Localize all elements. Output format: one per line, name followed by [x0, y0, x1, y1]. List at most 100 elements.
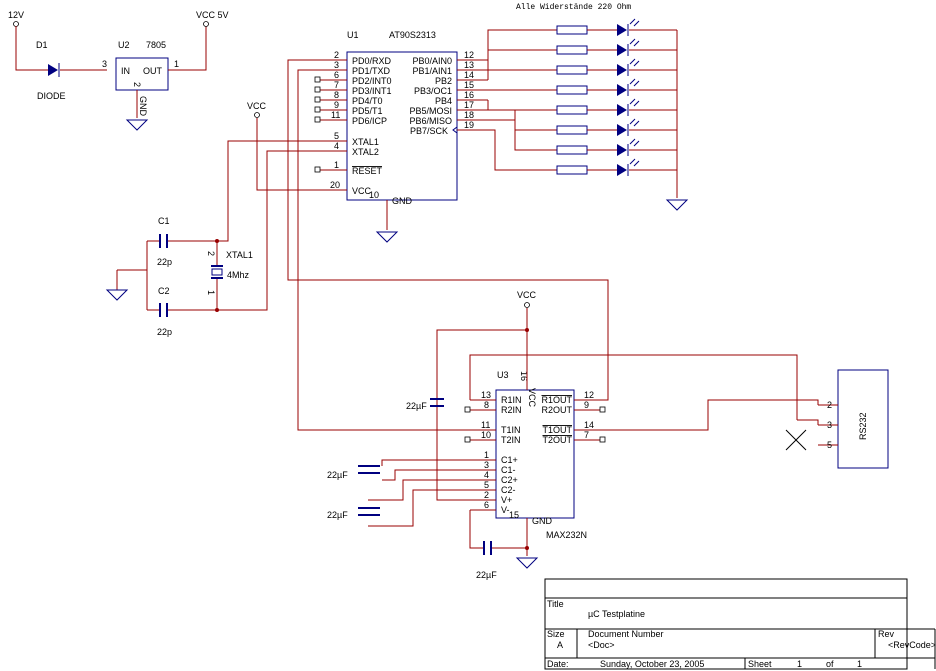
u3-pin-num: 5: [484, 480, 489, 490]
u1-pin-num: 18: [464, 110, 474, 120]
u3-pin-name: R1OUT: [541, 395, 572, 405]
u1-part: AT90S2313: [389, 30, 436, 40]
c1-ref: C1: [158, 216, 170, 226]
power-12v-label: 12V: [8, 10, 24, 20]
u1-vcc-name: VCC: [352, 186, 372, 196]
u1-body: [346, 51, 458, 201]
u3-pin-num: 12: [584, 390, 594, 400]
power-section: 12V D1 DIODE U2 7805 IN OUT 3 1 2 GND VC…: [8, 10, 229, 131]
u1-pin-num: 16: [464, 90, 474, 100]
u2-pin-in: 3: [102, 59, 107, 69]
u3-vcc-num: 16: [519, 371, 529, 381]
xtal-value: 4Mhz: [227, 270, 250, 280]
u1-pin-num: 14: [464, 70, 474, 80]
u3-gnd-num: 15: [509, 510, 519, 520]
resistor-led-row: [556, 18, 677, 36]
power-vcc5-port: [203, 21, 209, 27]
u1-pin-name: PD3/INT1: [352, 86, 392, 96]
u3-pin-name: T2IN: [501, 435, 521, 445]
regulator-u2: [115, 57, 169, 91]
u2-ref: U2: [118, 40, 130, 50]
u1-pin-name: PB3/OC1: [414, 86, 452, 96]
of-label: of: [826, 659, 834, 669]
u1-pin-name: PD1/TXD: [352, 66, 391, 76]
cap-value-22u: 22µF: [327, 510, 348, 520]
resistor-led-row: [556, 118, 677, 136]
resistor-note: Alle Widerstände 220 Ohm: [516, 3, 631, 12]
resistor-led-row: [556, 158, 677, 176]
rs232-pin: 3: [827, 420, 832, 430]
u3-pin-name: T2OUT: [542, 435, 572, 445]
cap-value-22u: 22µF: [476, 570, 497, 580]
u1-pin-name: PB2: [435, 76, 452, 86]
u3-gnd-name: GND: [532, 516, 553, 526]
u2-pin-out: 1: [174, 59, 179, 69]
u3-pin-name: R1IN: [501, 395, 522, 405]
power-12v-port: [13, 21, 19, 27]
u3-pin-num: 11: [481, 420, 490, 430]
u1-pin-num: 9: [334, 100, 339, 110]
diode-d1: [48, 63, 60, 77]
u1-reset-name: RESET: [352, 166, 383, 176]
resistor-led-row: [556, 78, 677, 96]
u3-pin-num: 3: [484, 460, 489, 470]
vcc-label-u3: VCC: [517, 290, 537, 300]
ground-symbol-u2: [125, 119, 149, 131]
resistor-led-row: [556, 58, 677, 76]
u1-reset-num: 1: [334, 160, 339, 170]
d1-value: DIODE: [37, 91, 66, 101]
u1-gnd-name: GND: [392, 196, 413, 206]
u3-pin-name: C1-: [501, 465, 516, 475]
u3-pin-name: V-: [501, 505, 510, 515]
u3-pin-name: T1OUT: [542, 425, 572, 435]
resistor-led-row: [556, 138, 677, 156]
rs232-label: RS232: [858, 412, 868, 440]
u1-xtal2-name: XTAL2: [352, 147, 379, 157]
u1-gnd-num: 10: [369, 190, 379, 200]
u3-part: MAX232N: [546, 530, 587, 540]
sheet-value: 1: [797, 659, 802, 669]
vcc-label-u1: VCC: [247, 101, 267, 111]
size-label: Size: [547, 629, 565, 639]
u3-pin-name: R2IN: [501, 405, 522, 415]
mcu-u1: U1 AT90S2313 2 3 6 7 8 9 11 PD0/RXD PD1/…: [314, 30, 488, 243]
u3-ref: U3: [497, 370, 509, 380]
u1-pin-name: PD0/RXD: [352, 56, 392, 66]
u1-pin-name: PB4: [435, 96, 452, 106]
title-block: Title µC Testplatine Size A Document Num…: [544, 578, 936, 670]
crystal-xtal1: [211, 268, 223, 276]
sheet-label: Sheet: [748, 659, 772, 669]
rev-value: <RevCode>: [888, 640, 936, 650]
u3-pin-name: V+: [501, 495, 512, 505]
docnum-label: Document Number: [588, 629, 664, 639]
u1-pin-num: 11: [331, 110, 340, 120]
u1-pin-num: 3: [334, 60, 339, 70]
u3-pin-name: C1+: [501, 455, 518, 465]
docnum-value: <Doc>: [588, 640, 615, 650]
title-value: µC Testplatine: [588, 609, 645, 619]
rs232-connector: RS232 2 3 5: [600, 369, 889, 469]
u1-xtal1-name: XTAL1: [352, 137, 379, 147]
rs232-pin: 5: [827, 440, 832, 450]
u1-vcc-num: 20: [330, 180, 340, 190]
u3-pin-num: 14: [584, 420, 594, 430]
oscillator-section: C1 22p C2 22p XTAL1 4Mhz 2 1: [105, 140, 328, 337]
rs232-pin: 2: [827, 400, 832, 410]
u2-in-label: IN: [121, 66, 130, 76]
u1-pin-num: 17: [464, 100, 474, 110]
u1-xtal2-num: 4: [334, 141, 339, 151]
d1-ref: D1: [36, 40, 48, 50]
power-vcc5-label: VCC 5V: [196, 10, 229, 20]
u1-pin-name: PB0/AIN0: [412, 56, 452, 66]
u1-pin-name: PB5/MOSI: [409, 106, 452, 116]
date-value: Sunday, October 23, 2005: [600, 659, 704, 669]
ground-symbol-leds: [665, 199, 689, 211]
u3-pin-num: 6: [484, 500, 489, 510]
u3-pin-num: 8: [484, 400, 489, 410]
u3-vcc-name: VCC: [527, 388, 537, 408]
of-value: 1: [857, 659, 862, 669]
u1-pin-num: 7: [334, 80, 339, 90]
u1-pin-name: PB1/AIN1: [412, 66, 452, 76]
u2-pin-gnd: 2: [132, 82, 142, 87]
